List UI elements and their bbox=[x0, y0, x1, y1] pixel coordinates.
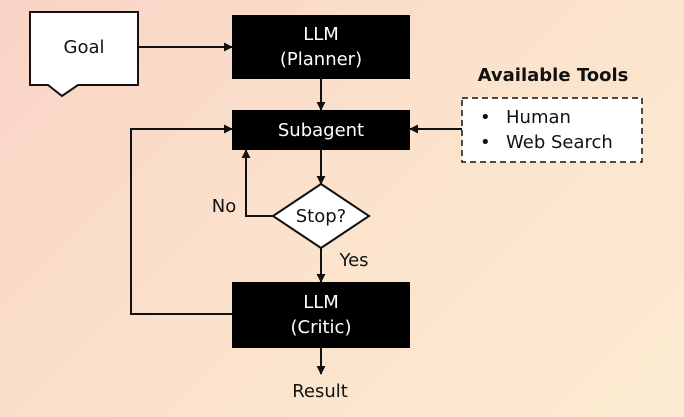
critic-title: LLM bbox=[303, 292, 339, 313]
tool-item-human: Human bbox=[506, 107, 571, 128]
yes-edge-label: Yes bbox=[338, 250, 368, 271]
goal-node: Goal bbox=[29, 11, 139, 98]
critic-feedback-arrow bbox=[130, 124, 233, 315]
goal-label: Goal bbox=[64, 37, 105, 58]
tools-bullet: • bbox=[480, 107, 491, 128]
critic-node: LLM (Critic) bbox=[232, 282, 410, 348]
tools-title: Available Tools bbox=[478, 65, 629, 86]
tools-bullet: • bbox=[480, 132, 491, 153]
no-loop-arrow bbox=[241, 149, 273, 217]
stop-decision-node: Stop? bbox=[271, 182, 371, 250]
stop-decision-label: Stop? bbox=[296, 206, 346, 227]
subagent-node: Subagent bbox=[232, 110, 410, 150]
subagent-label: Subagent bbox=[278, 120, 364, 141]
critic-subtitle: (Critic) bbox=[291, 317, 352, 338]
tools-box: • Human • Web Search bbox=[461, 97, 643, 163]
planner-title: LLM bbox=[303, 24, 339, 45]
result-label: Result bbox=[292, 381, 348, 402]
no-edge-label: No bbox=[212, 196, 236, 217]
tool-item-web-search: Web Search bbox=[506, 132, 613, 153]
planner-subtitle: (Planner) bbox=[280, 49, 362, 70]
planner-node: LLM (Planner) bbox=[232, 15, 410, 79]
